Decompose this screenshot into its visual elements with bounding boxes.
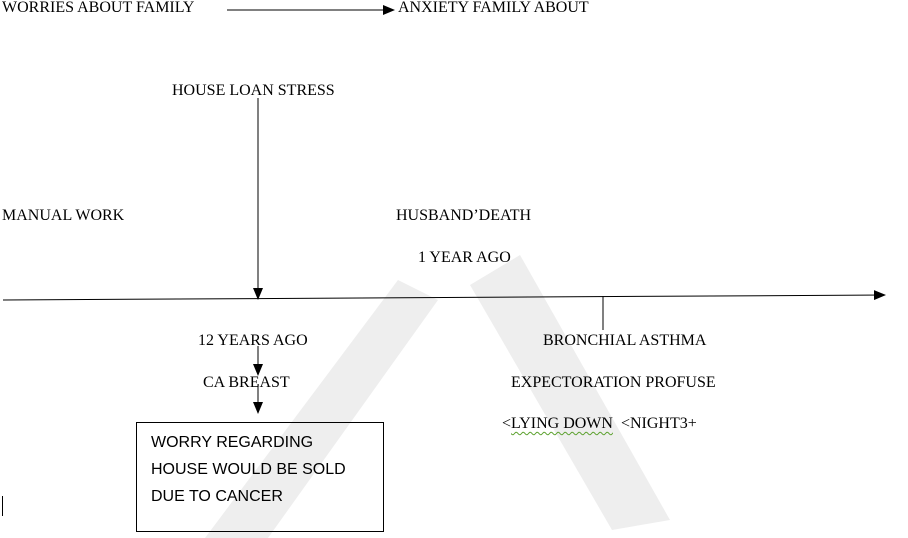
timeline-arrow [2, 290, 886, 301]
worry-box-line-3: DUE TO CANCER [151, 488, 283, 505]
worries-about-family-label: WORRIES ABOUT FAMILY [2, 0, 195, 16]
anxiety-family-label: ANXIETY FAMILY ABOUT [398, 0, 589, 16]
worry-box: WORRY REGARDING HOUSE WOULD BE SOLD DUE … [136, 422, 384, 532]
one-year-ago-label: 1 YEAR AGO [418, 249, 511, 266]
worry-box-line-1: WORRY REGARDING [151, 434, 314, 451]
bronchial-asthma-label: BRONCHIAL ASTHMA [543, 332, 707, 349]
twelve-years-ago-label: 12 YEARS AGO [198, 332, 308, 349]
watermark-stroke-left [205, 280, 438, 538]
watermark-stroke-right [470, 255, 670, 530]
house-loan-stress-label: HOUSE LOAN STRESS [172, 82, 335, 99]
text-cursor [2, 496, 3, 516]
modality-less-than: < [502, 415, 512, 432]
modalities-label: <LYING DOWN <NIGHT3+ [502, 415, 697, 433]
ca-breast-label: CA BREAST [203, 374, 290, 391]
husband-death-label: HUSBAND’DEATH [396, 207, 532, 224]
modality-lying-down: LYING DOWN [511, 415, 613, 432]
manual-work-label: MANUAL WORK [2, 207, 125, 224]
worry-box-line-2: HOUSE WOULD BE SOLD [151, 461, 346, 478]
expectoration-label: EXPECTORATION PROFUSE [511, 374, 716, 391]
modality-night: <NIGHT3+ [612, 415, 697, 432]
